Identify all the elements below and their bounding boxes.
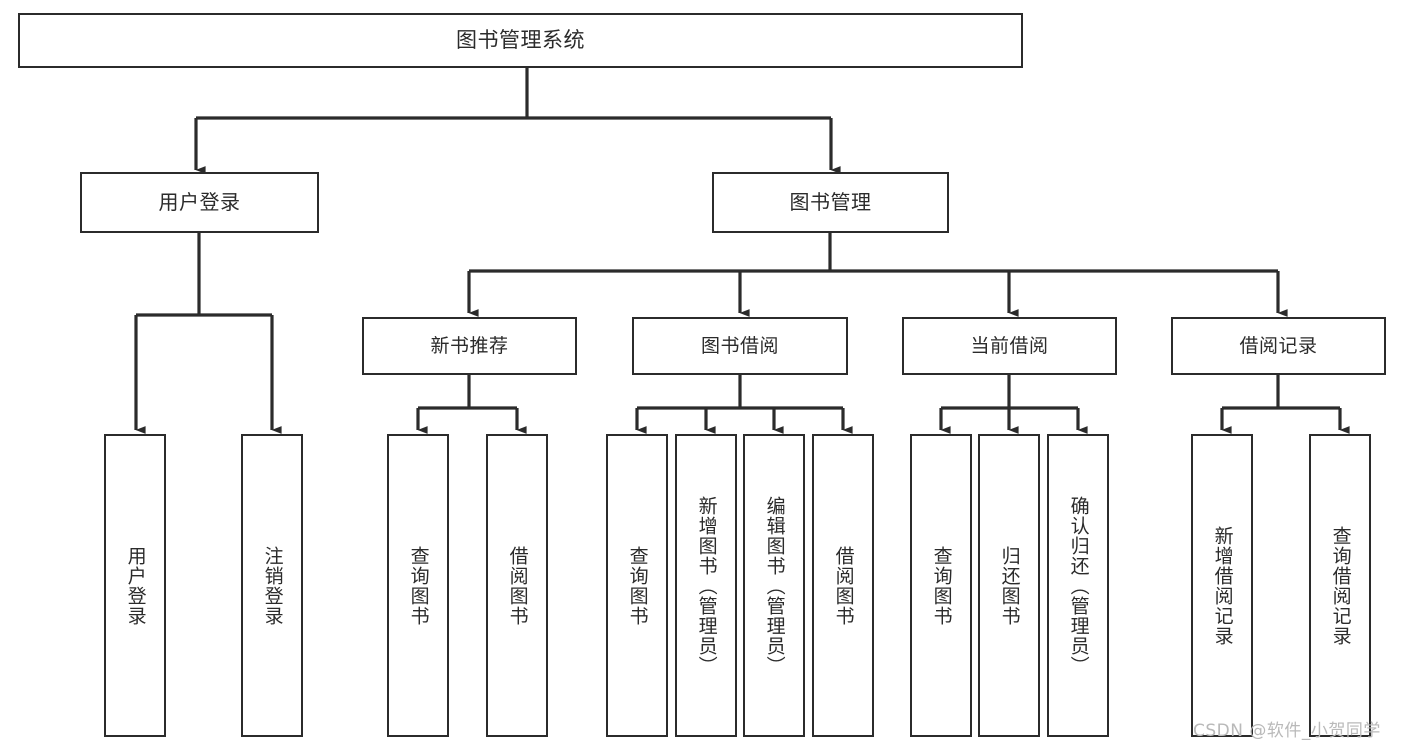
node-leaf-query-borrow-record-label: 查询借阅记录 bbox=[1329, 525, 1352, 646]
node-leaf-query-book-borrow-label: 查询图书 bbox=[626, 545, 649, 626]
node-leaf-borrow-book-newbook[interactable]: 借阅图书 bbox=[486, 434, 548, 737]
node-new-book-recommend-label: 新书推荐 bbox=[430, 334, 509, 357]
node-current-borrow[interactable]: 当前借阅 bbox=[902, 317, 1117, 375]
node-leaf-confirm-return-admin-label: 确认归还（管理员） bbox=[1067, 495, 1090, 676]
node-leaf-query-book-borrow[interactable]: 查询图书 bbox=[606, 434, 668, 737]
node-book-management[interactable]: 图书管理 bbox=[712, 172, 949, 233]
node-leaf-edit-book-admin-label: 编辑图书（管理员） bbox=[763, 495, 786, 676]
node-leaf-borrow-book[interactable]: 借阅图书 bbox=[812, 434, 874, 737]
node-book-borrow-label: 图书借阅 bbox=[700, 334, 779, 357]
node-leaf-return-book[interactable]: 归还图书 bbox=[978, 434, 1040, 737]
node-leaf-add-book-admin[interactable]: 新增图书（管理员） bbox=[675, 434, 737, 737]
node-borrow-record-label: 借阅记录 bbox=[1239, 334, 1318, 357]
node-book-management-label: 图书管理 bbox=[789, 189, 872, 214]
node-book-borrow[interactable]: 图书借阅 bbox=[632, 317, 848, 375]
node-leaf-borrow-book-label: 借阅图书 bbox=[832, 545, 855, 626]
node-user-login[interactable]: 用户登录 bbox=[80, 172, 319, 233]
node-root-label: 图书管理系统 bbox=[456, 28, 585, 53]
node-leaf-query-book-newbook-label: 查询图书 bbox=[407, 545, 430, 626]
node-borrow-record[interactable]: 借阅记录 bbox=[1171, 317, 1386, 375]
node-leaf-add-book-admin-label: 新增图书（管理员） bbox=[695, 495, 718, 676]
node-current-borrow-label: 当前借阅 bbox=[970, 334, 1049, 357]
node-leaf-logout-label: 注销登录 bbox=[261, 545, 284, 626]
node-leaf-query-book-current[interactable]: 查询图书 bbox=[910, 434, 972, 737]
node-root-library-system[interactable]: 图书管理系统 bbox=[18, 13, 1023, 68]
node-user-login-label: 用户登录 bbox=[158, 189, 241, 214]
node-leaf-borrow-book-newbook-label: 借阅图书 bbox=[506, 545, 529, 626]
node-leaf-edit-book-admin[interactable]: 编辑图书（管理员） bbox=[743, 434, 805, 737]
node-leaf-confirm-return-admin[interactable]: 确认归还（管理员） bbox=[1047, 434, 1109, 737]
node-leaf-logout[interactable]: 注销登录 bbox=[241, 434, 303, 737]
node-leaf-query-book-current-label: 查询图书 bbox=[930, 545, 953, 626]
node-leaf-add-borrow-record-label: 新增借阅记录 bbox=[1211, 525, 1234, 646]
node-leaf-return-book-label: 归还图书 bbox=[998, 545, 1021, 626]
node-leaf-add-borrow-record[interactable]: 新增借阅记录 bbox=[1191, 434, 1253, 737]
node-new-book-recommend[interactable]: 新书推荐 bbox=[362, 317, 577, 375]
node-leaf-query-borrow-record[interactable]: 查询借阅记录 bbox=[1309, 434, 1371, 737]
node-leaf-user-login[interactable]: 用户登录 bbox=[104, 434, 166, 737]
node-leaf-query-book-newbook[interactable]: 查询图书 bbox=[387, 434, 449, 737]
node-leaf-user-login-label: 用户登录 bbox=[124, 545, 147, 626]
